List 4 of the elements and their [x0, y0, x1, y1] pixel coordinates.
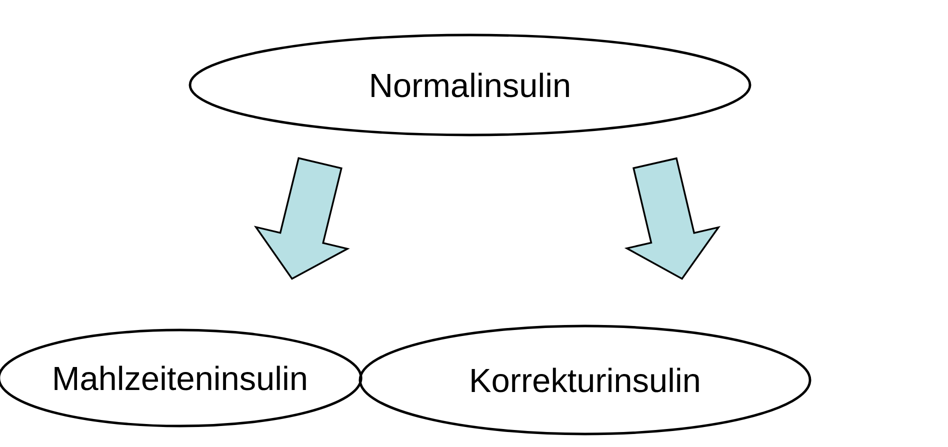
ellipse-node: Korrekturinsulin	[358, 324, 812, 436]
block-arrow	[254, 157, 350, 280]
block-arrow	[624, 157, 720, 280]
ellipse-node: Normalinsulin	[188, 34, 752, 136]
